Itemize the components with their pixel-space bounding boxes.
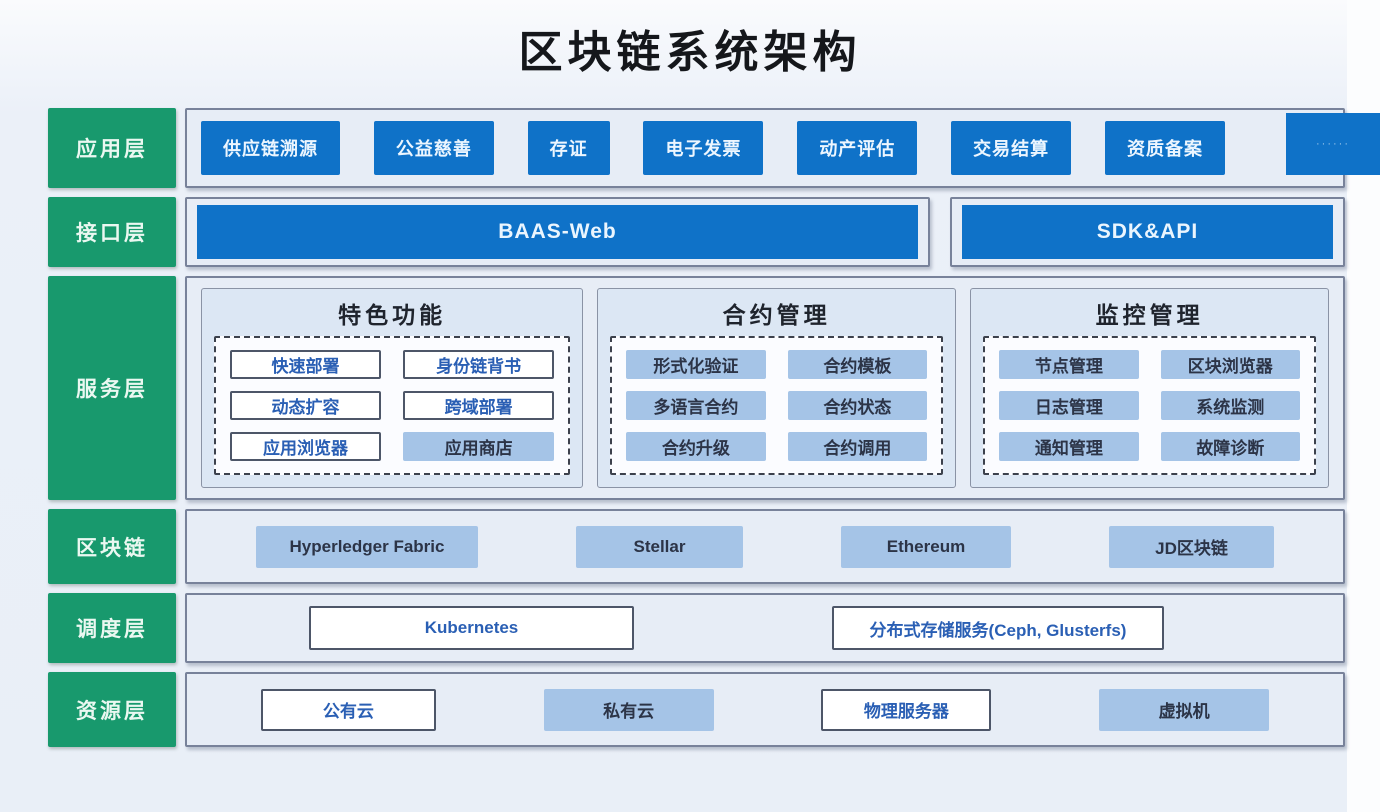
app-item-e-invoice: 电子发票 — [643, 121, 764, 175]
scheduling-item-distributed-storage: 分布式存储服务(Ceph, Glusterfs) — [832, 606, 1164, 650]
blockchain-item-jd-chain: JD区块链 — [1109, 525, 1274, 568]
resource-panel: 公有云 私有云 物理服务器 虚拟机 — [185, 672, 1345, 747]
service-item-contract-state: 合约状态 — [787, 391, 928, 420]
app-item-qualification-record: 资质备案 — [1104, 121, 1225, 175]
architecture-diagram: 应用层 供应链溯源 公益慈善 存证 电子发票 动产评估 交易结算 资质备案 ··… — [48, 108, 1380, 756]
service-item-system-monitoring: 系统监测 — [1160, 391, 1301, 420]
service-group-contract-management: 合约管理 形式化验证 合约模板 多语言合约 合约状态 合约升级 合约调用 — [597, 288, 957, 488]
blockchain-item-ethereum: Ethereum — [841, 525, 1011, 568]
resource-item-private-cloud: 私有云 — [543, 688, 714, 731]
app-item-supply-chain-trace: 供应链溯源 — [201, 121, 340, 175]
page-title: 区块链系统架构 — [518, 28, 862, 77]
service-item-quick-deploy: 快速部署 — [230, 350, 382, 379]
layer-label-resource: 资源层 — [48, 672, 176, 747]
service-item-multilang-contract: 多语言合约 — [626, 391, 766, 420]
service-group-featured-functions: 特色功能 快速部署 身份链背书 动态扩容 跨域部署 应用浏览器 应用商店 — [201, 288, 584, 488]
app-item-charity: 公益慈善 — [373, 121, 494, 175]
layer-row-service: 服务层 特色功能 快速部署 身份链背书 动态扩容 跨域部署 应用浏览器 应用商店… — [48, 276, 1345, 500]
layer-row-application: 应用层 供应链溯源 公益慈善 存证 电子发票 动产评估 交易结算 资质备案 ··… — [48, 108, 1380, 188]
resource-item-public-cloud: 公有云 — [260, 688, 436, 731]
layer-row-scheduling: 调度层 Kubernetes 分布式存储服务(Ceph, Glusterfs) — [48, 593, 1345, 663]
blockchain-item-hyperledger-fabric: Hyperledger Fabric — [256, 525, 478, 568]
service-item-contract-invoke: 合约调用 — [787, 432, 928, 461]
service-item-contract-template: 合约模板 — [787, 350, 928, 379]
service-item-dynamic-scaling: 动态扩容 — [230, 391, 382, 420]
layer-row-blockchain: 区块链 Hyperledger Fabric Stellar Ethereum … — [48, 509, 1345, 584]
service-group-title: 合约管理 — [722, 302, 831, 328]
app-item-evidence: 存证 — [527, 121, 610, 175]
service-item-contract-upgrade: 合约升级 — [626, 432, 766, 461]
app-item-asset-appraisal: 动产评估 — [797, 121, 918, 175]
service-group-monitoring-management: 监控管理 节点管理 区块浏览器 日志管理 系统监测 通知管理 故障诊断 — [970, 288, 1330, 488]
scheduling-item-kubernetes: Kubernetes — [309, 606, 634, 650]
service-item-block-explorer: 区块浏览器 — [1160, 350, 1301, 379]
layer-row-interface: 接口层 BAAS-Web SDK&API — [48, 197, 1345, 267]
service-item-notification-management: 通知管理 — [999, 432, 1139, 461]
interface-panel-baas-web: BAAS-Web — [185, 197, 930, 267]
service-group-dashed-box: 节点管理 区块浏览器 日志管理 系统监测 通知管理 故障诊断 — [983, 336, 1317, 475]
layer-label-service: 服务层 — [48, 276, 176, 500]
service-item-node-management: 节点管理 — [999, 350, 1139, 379]
service-item-cross-domain-deploy: 跨域部署 — [403, 391, 555, 420]
app-item-trade-settlement: 交易结算 — [951, 121, 1072, 175]
blockchain-panel: Hyperledger Fabric Stellar Ethereum JD区块… — [185, 509, 1345, 584]
service-item-fault-diagnosis: 故障诊断 — [1160, 432, 1301, 461]
layer-label-application: 应用层 — [48, 108, 176, 188]
application-panel: 供应链溯源 公益慈善 存证 电子发票 动产评估 交易结算 资质备案 ······ — [185, 108, 1380, 188]
service-group-title: 监控管理 — [1095, 302, 1204, 328]
layer-row-resource: 资源层 公有云 私有云 物理服务器 虚拟机 — [48, 672, 1345, 747]
service-group-dashed-box: 快速部署 身份链背书 动态扩容 跨域部署 应用浏览器 应用商店 — [214, 336, 571, 475]
app-item-more: ······ — [1286, 113, 1380, 175]
interface-item-sdk-api: SDK&API — [962, 205, 1333, 259]
layer-label-scheduling: 调度层 — [48, 593, 176, 663]
interface-panel-sdk-api: SDK&API — [950, 197, 1345, 267]
scheduling-panel: Kubernetes 分布式存储服务(Ceph, Glusterfs) — [185, 593, 1345, 663]
service-item-app-browser: 应用浏览器 — [230, 432, 382, 461]
layer-label-interface: 接口层 — [48, 197, 176, 267]
service-item-formal-verification: 形式化验证 — [626, 350, 766, 379]
service-item-app-store: 应用商店 — [403, 432, 555, 461]
resource-item-physical-server: 物理服务器 — [821, 688, 992, 731]
service-group-title: 特色功能 — [338, 302, 447, 328]
service-panel: 特色功能 快速部署 身份链背书 动态扩容 跨域部署 应用浏览器 应用商店 合约管… — [185, 276, 1345, 500]
blockchain-item-stellar: Stellar — [576, 525, 743, 568]
service-group-dashed-box: 形式化验证 合约模板 多语言合约 合约状态 合约升级 合约调用 — [610, 336, 944, 475]
service-item-log-management: 日志管理 — [999, 391, 1139, 420]
service-item-identity-chain-endorse: 身份链背书 — [403, 350, 555, 379]
layer-label-blockchain: 区块链 — [48, 509, 176, 584]
resource-item-virtual-machine: 虚拟机 — [1099, 688, 1270, 731]
interface-item-baas-web: BAAS-Web — [197, 205, 918, 259]
